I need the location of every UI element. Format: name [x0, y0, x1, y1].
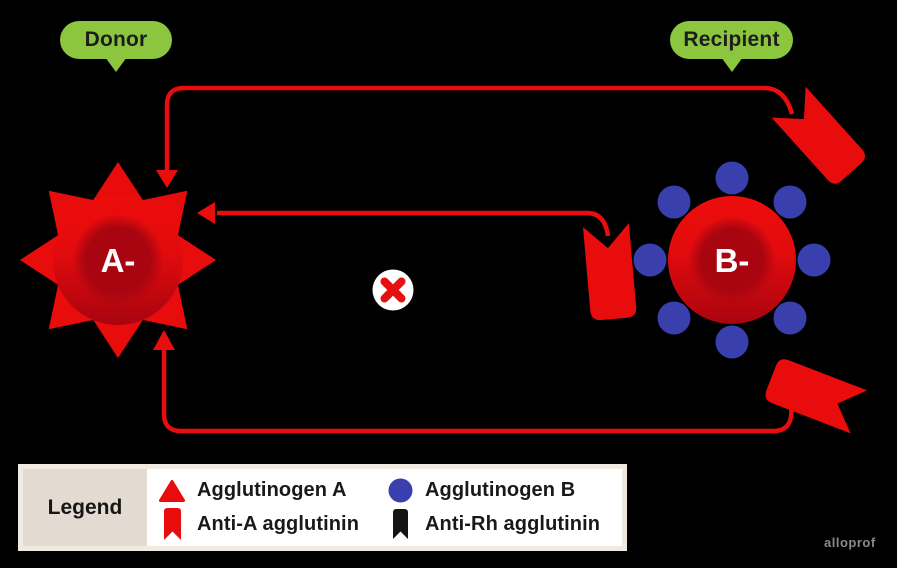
legend-item-label: Agglutinogen A	[197, 479, 347, 502]
recipient-blood-type-label: B-	[715, 242, 750, 279]
alloprof-watermark: alloprof	[824, 535, 876, 550]
recipient-cell-core	[688, 216, 776, 304]
anti-a-ribbon-icon	[159, 508, 185, 541]
arrow-top-head	[156, 170, 178, 188]
legend-item-anti-a: Anti-A agglutinin	[159, 508, 387, 541]
recipient-bubble: Recipient	[670, 21, 793, 72]
agglutinogen-b-circles	[633, 161, 831, 359]
arrow-middle-path	[217, 210, 611, 237]
legend-item-anti-rh: Anti-Rh agglutinin	[387, 509, 618, 540]
arrow-middle-head	[197, 202, 215, 224]
incompatible-x-icon	[372, 269, 414, 311]
recipient-bubble-label: Recipient	[683, 28, 780, 51]
anti-a-agglutinin-ribbon-bottom-right-icon	[765, 359, 868, 434]
donor-bubble-tail	[105, 57, 127, 72]
donor-cell-a-negative: A-	[20, 162, 216, 358]
agglutinogen-a-triangle-icon	[159, 479, 185, 502]
agglutinogen-b-circle-icon	[387, 478, 413, 503]
donor-blood-type-label: A-	[101, 242, 136, 279]
legend-item-agglutinogen-a: Agglutinogen A	[159, 479, 387, 502]
legend-item-label: Anti-A agglutinin	[197, 512, 360, 535]
arrow-top-path	[164, 85, 795, 172]
donor-bubble-label: Donor	[84, 28, 148, 51]
donor-cell-core	[72, 214, 164, 306]
anti-a-agglutinin-ribbon-middle-icon	[582, 223, 637, 321]
anti-a-agglutinin-ribbon-top-right-icon	[771, 86, 866, 184]
recipient-cell-b-negative: B-	[633, 161, 831, 359]
legend-item-agglutinogen-b: Agglutinogen B	[387, 478, 618, 503]
legend: Legend Agglutinogen A Agglutinogen B	[18, 464, 627, 551]
anti-rh-ribbon-icon	[387, 509, 413, 540]
recipient-bubble-tail	[720, 57, 743, 72]
donor-bubble: Donor	[60, 21, 172, 72]
legend-items: Agglutinogen A Agglutinogen B Anti-A agg…	[147, 469, 622, 546]
legend-item-label: Agglutinogen B	[425, 479, 576, 502]
legend-title: Legend	[23, 469, 147, 546]
arrow-bottom-path	[161, 348, 794, 434]
legend-item-label: Anti-Rh agglutinin	[425, 512, 601, 535]
arrow-bottom-head	[153, 330, 175, 350]
